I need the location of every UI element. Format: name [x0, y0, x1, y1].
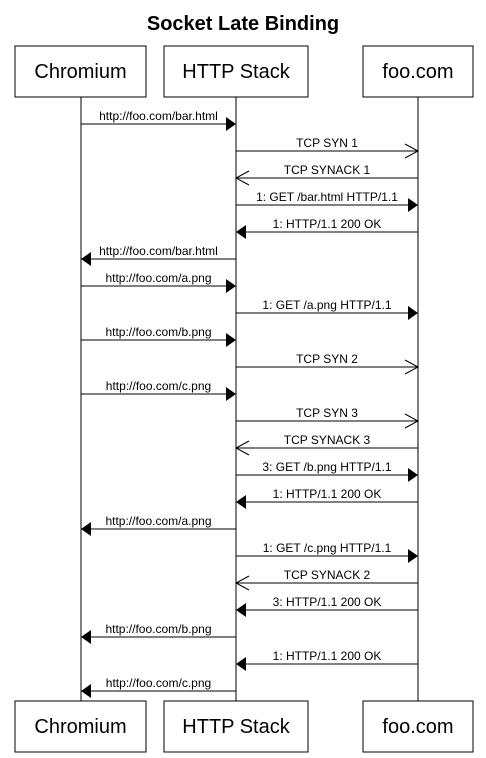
message: 3: HTTP/1.1 200 OK	[236, 595, 418, 617]
arrowhead-filled	[226, 387, 236, 401]
arrowhead-open	[404, 413, 420, 429]
message-label: 1: GET /c.png HTTP/1.1	[263, 541, 392, 555]
message: http://foo.com/b.png	[81, 325, 236, 347]
message-label: http://foo.com/b.png	[105, 325, 211, 339]
actor-label: HTTP Stack	[182, 61, 290, 83]
arrowhead-filled	[236, 495, 246, 509]
message: 3: GET /b.png HTTP/1.1	[236, 460, 418, 482]
arrowhead-open	[234, 575, 250, 591]
actor-label: Chromium	[34, 61, 126, 83]
arrowhead-open	[234, 440, 250, 456]
message: http://foo.com/a.png	[81, 514, 236, 536]
arrowhead-filled	[81, 252, 91, 266]
arrowhead-open	[404, 143, 420, 159]
message-label: 1: HTTP/1.1 200 OK	[273, 217, 382, 231]
message-label: 3: GET /b.png HTTP/1.1	[262, 460, 391, 474]
actor-top-foo-com: foo.com	[362, 45, 474, 98]
arrowhead-filled	[236, 603, 246, 617]
message: TCP SYN 1	[236, 136, 420, 159]
arrowhead-filled	[408, 549, 418, 563]
message: http://foo.com/c.png	[81, 676, 236, 698]
actor-label: foo.com	[382, 716, 453, 738]
message-label: http://foo.com/bar.html	[99, 244, 218, 258]
message: 1: GET /bar.html HTTP/1.1	[236, 190, 418, 212]
message-label: TCP SYN 1	[296, 136, 358, 150]
message: 1: GET /a.png HTTP/1.1	[236, 298, 418, 320]
arrowhead-open	[234, 170, 250, 186]
arrowhead-filled	[226, 279, 236, 293]
message-label: 1: GET /bar.html HTTP/1.1	[256, 190, 398, 204]
arrowhead-filled	[408, 198, 418, 212]
actor-bottom-http-stack: HTTP Stack	[163, 700, 309, 753]
arrowhead-filled	[408, 468, 418, 482]
diagram-title: Socket Late Binding	[147, 13, 339, 35]
message-label: TCP SYNACK 3	[284, 433, 371, 447]
message: TCP SYN 2	[236, 352, 420, 375]
arrowhead-open	[404, 359, 420, 375]
actor-label: foo.com	[382, 61, 453, 83]
message: TCP SYN 3	[236, 406, 420, 429]
message-label: http://foo.com/bar.html	[99, 109, 218, 123]
message: http://foo.com/b.png	[81, 622, 236, 644]
message-label: http://foo.com/a.png	[105, 514, 211, 528]
message-label: http://foo.com/c.png	[106, 676, 211, 690]
message-label: 1: HTTP/1.1 200 OK	[273, 487, 382, 501]
message-label: http://foo.com/b.png	[105, 622, 211, 636]
message-label: TCP SYNACK 2	[284, 568, 371, 582]
message: TCP SYNACK 1	[234, 163, 418, 186]
actor-top-http-stack: HTTP Stack	[163, 45, 309, 98]
message: http://foo.com/bar.html	[81, 244, 236, 266]
arrowhead-filled	[226, 333, 236, 347]
actor-top-chromium: Chromium	[14, 45, 147, 98]
arrowhead-filled	[408, 306, 418, 320]
message: 1: HTTP/1.1 200 OK	[236, 217, 418, 239]
actor-bottom-chromium: Chromium	[14, 700, 147, 753]
message: TCP SYNACK 2	[234, 568, 418, 591]
arrowhead-filled	[81, 522, 91, 536]
message: 1: GET /c.png HTTP/1.1	[236, 541, 418, 563]
arrowhead-filled	[226, 117, 236, 131]
message: 1: HTTP/1.1 200 OK	[236, 649, 418, 671]
message: http://foo.com/a.png	[81, 271, 236, 293]
message: 1: HTTP/1.1 200 OK	[236, 487, 418, 509]
actor-bottom-foo-com: foo.com	[362, 700, 474, 753]
arrowhead-filled	[236, 225, 246, 239]
message-label: http://foo.com/a.png	[105, 271, 211, 285]
actor-label: Chromium	[34, 716, 126, 738]
message-label: http://foo.com/c.png	[106, 379, 211, 393]
message-label: 3: HTTP/1.1 200 OK	[273, 595, 382, 609]
arrowhead-filled	[81, 684, 91, 698]
message-label: TCP SYNACK 1	[284, 163, 371, 177]
message: TCP SYNACK 3	[234, 433, 418, 456]
actor-label: HTTP Stack	[182, 716, 290, 738]
message-label: TCP SYN 3	[296, 406, 358, 420]
message-label: TCP SYN 2	[296, 352, 358, 366]
arrowhead-filled	[236, 657, 246, 671]
arrowhead-filled	[81, 630, 91, 644]
message: http://foo.com/c.png	[81, 379, 236, 401]
message-label: 1: HTTP/1.1 200 OK	[273, 649, 382, 663]
message-label: 1: GET /a.png HTTP/1.1	[262, 298, 391, 312]
message: http://foo.com/bar.html	[81, 109, 236, 131]
